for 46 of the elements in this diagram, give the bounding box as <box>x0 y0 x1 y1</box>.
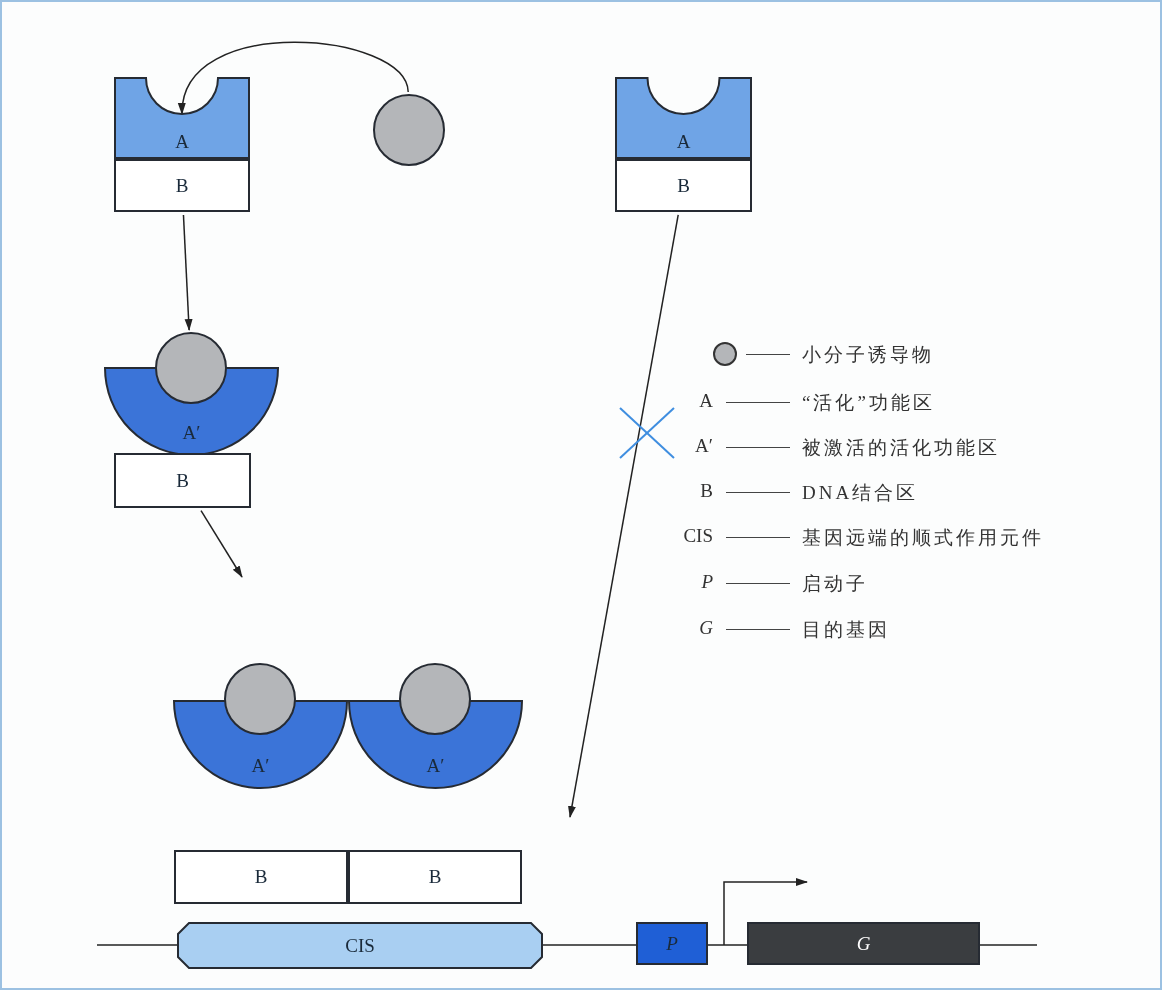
node-label: G <box>856 932 871 955</box>
inducer-circle <box>224 663 296 735</box>
legend-text: 被激活的活化功能区 <box>802 436 1000 460</box>
legend-key: CIS <box>683 525 713 547</box>
legend-key: P <box>701 571 713 593</box>
legend-text: 目的基因 <box>802 618 890 642</box>
legend-key: A <box>699 390 713 412</box>
legend-text: DNA结合区 <box>802 481 919 505</box>
legend-key: A′ <box>695 435 713 457</box>
node-label: P <box>666 932 678 955</box>
domain-box <box>348 850 522 904</box>
arrow <box>179 41 409 115</box>
node-label: CIS <box>345 934 375 957</box>
gene-box <box>747 922 980 965</box>
domain-block <box>114 77 250 159</box>
legend-text: 小分子诱导物 <box>802 343 934 367</box>
inducer-circle <box>399 663 471 735</box>
promoter-box <box>636 922 708 965</box>
arrow <box>568 214 679 818</box>
arrow <box>182 214 193 332</box>
inducer-circle <box>373 94 445 166</box>
node-label: A′ <box>182 422 201 444</box>
half-disk-domain <box>348 700 523 788</box>
domain-box <box>114 453 251 508</box>
node-label: B <box>176 469 189 492</box>
node-label: A <box>175 131 189 153</box>
arrow <box>200 509 243 578</box>
domain-box <box>615 159 752 212</box>
domain-block <box>615 77 752 159</box>
legend-key: G <box>699 617 713 639</box>
element-box <box>177 922 543 969</box>
inducer-circle <box>155 332 227 404</box>
half-disk-domain <box>173 700 348 788</box>
domain-box <box>174 850 348 904</box>
node-label: A <box>676 131 691 153</box>
legend-key: B <box>700 480 713 502</box>
node-label: B <box>428 866 442 888</box>
legend-text: “活化”功能区 <box>802 391 935 415</box>
node-label: A′ <box>251 755 270 777</box>
node-label: B <box>175 174 189 197</box>
node-label: B <box>254 866 268 888</box>
node-label: A′ <box>426 755 445 777</box>
legend-text: 基因远端的顺式作用元件 <box>802 526 1044 550</box>
legend-text: 启动子 <box>802 572 868 596</box>
node-label: B <box>677 174 690 197</box>
domain-box <box>114 159 250 212</box>
